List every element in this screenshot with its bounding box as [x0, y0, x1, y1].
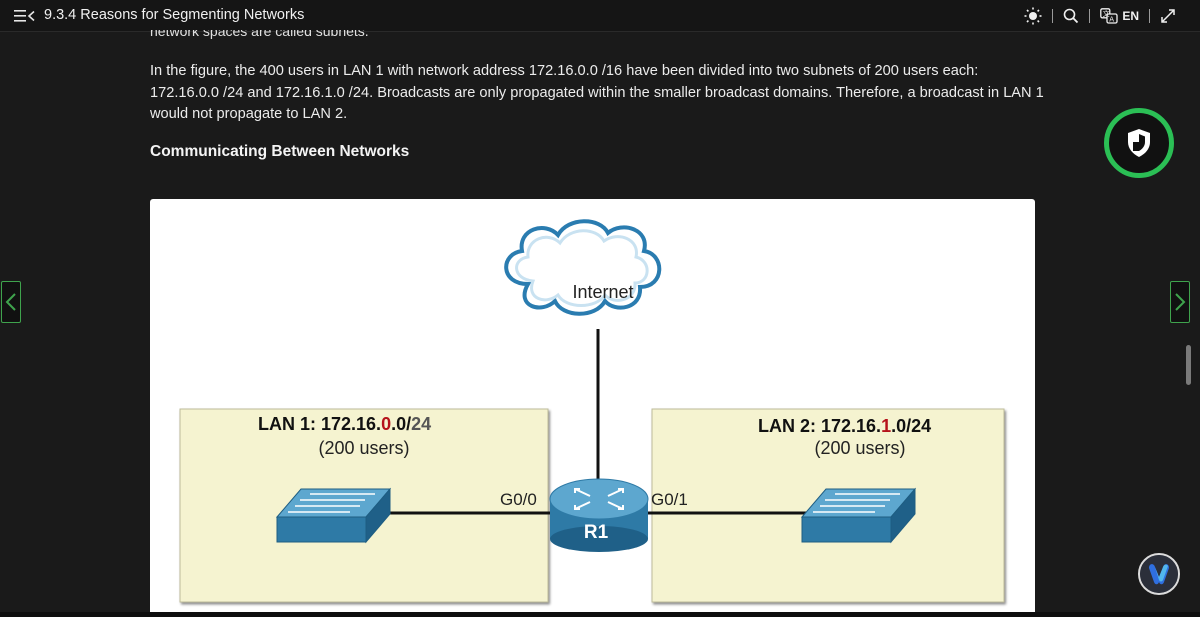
toolbar-actions: 文 A EN [1024, 0, 1176, 32]
lan1-address-end: 24 [411, 414, 431, 434]
bottom-edge [0, 612, 1200, 617]
security-shield-button[interactable] [1104, 108, 1174, 178]
menu-collapse-icon[interactable] [14, 9, 36, 23]
scrollbar-thumb[interactable] [1186, 345, 1191, 385]
cutoff-text-line: network spaces are called subnets. [150, 30, 369, 39]
lan2-address-highlight: 1 [881, 416, 891, 436]
interface-g0-0-label: G0/0 [500, 490, 537, 509]
svg-text:A: A [1110, 15, 1115, 23]
internet-cloud: Internet [504, 219, 662, 316]
router-r1: R1 [549, 478, 649, 552]
lan1-switch [275, 487, 392, 544]
fullscreen-button[interactable] [1160, 8, 1176, 24]
chevron-left-icon [5, 293, 16, 311]
toolbar-divider [1089, 9, 1091, 23]
toolbar-divider [1149, 9, 1150, 23]
translate-icon: 文 A [1100, 8, 1118, 24]
expand-icon [1161, 9, 1175, 23]
interface-g0-1-label: G0/1 [651, 490, 688, 509]
lan1-users-label: (200 users) [318, 438, 409, 458]
search-button[interactable] [1063, 8, 1079, 24]
lan2-switch [800, 487, 917, 544]
assistant-logo-icon [1140, 555, 1178, 593]
lan1-address-mid: .0/ [391, 414, 411, 434]
lan2-address-suffix: .0/24 [891, 416, 931, 436]
next-page-button[interactable] [1170, 281, 1190, 323]
lan2-address-prefix: LAN 2: 172.16. [758, 416, 881, 436]
top-bar: 9.3.4 Reasons for Segmenting Networks [0, 0, 1200, 32]
lan1-address-prefix: LAN 1: 172.16. [258, 414, 381, 434]
theme-toggle-button[interactable] [1024, 7, 1042, 25]
router-label: R1 [584, 522, 609, 543]
previous-page-button[interactable] [1, 281, 21, 323]
svg-text:文: 文 [1103, 9, 1110, 18]
chevron-right-icon [1175, 293, 1186, 311]
shield-icon [1128, 129, 1150, 157]
page-title: 9.3.4 Reasons for Segmenting Networks [44, 7, 305, 23]
lan1-address-highlight: 0 [381, 414, 391, 434]
body-paragraph: In the figure, the 400 users in LAN 1 wi… [150, 63, 1044, 122]
network-figure: Internet [150, 199, 1035, 617]
section-heading: Communicating Between Networks [150, 143, 410, 160]
language-label: EN [1122, 9, 1139, 23]
language-button[interactable]: 文 A EN [1100, 8, 1139, 24]
lan2-users-label: (200 users) [814, 438, 905, 458]
assistant-button[interactable] [1138, 553, 1180, 595]
internet-label: Internet [572, 282, 633, 302]
lan1-address-label: LAN 1: 172.16.0.0/24 [258, 414, 431, 434]
network-diagram: Internet [179, 219, 1005, 603]
search-icon [1064, 8, 1079, 24]
lan2-address-label: LAN 2: 172.16.1.0/24 [758, 416, 931, 436]
sun-icon [1024, 7, 1042, 25]
toolbar-divider [1052, 9, 1054, 23]
